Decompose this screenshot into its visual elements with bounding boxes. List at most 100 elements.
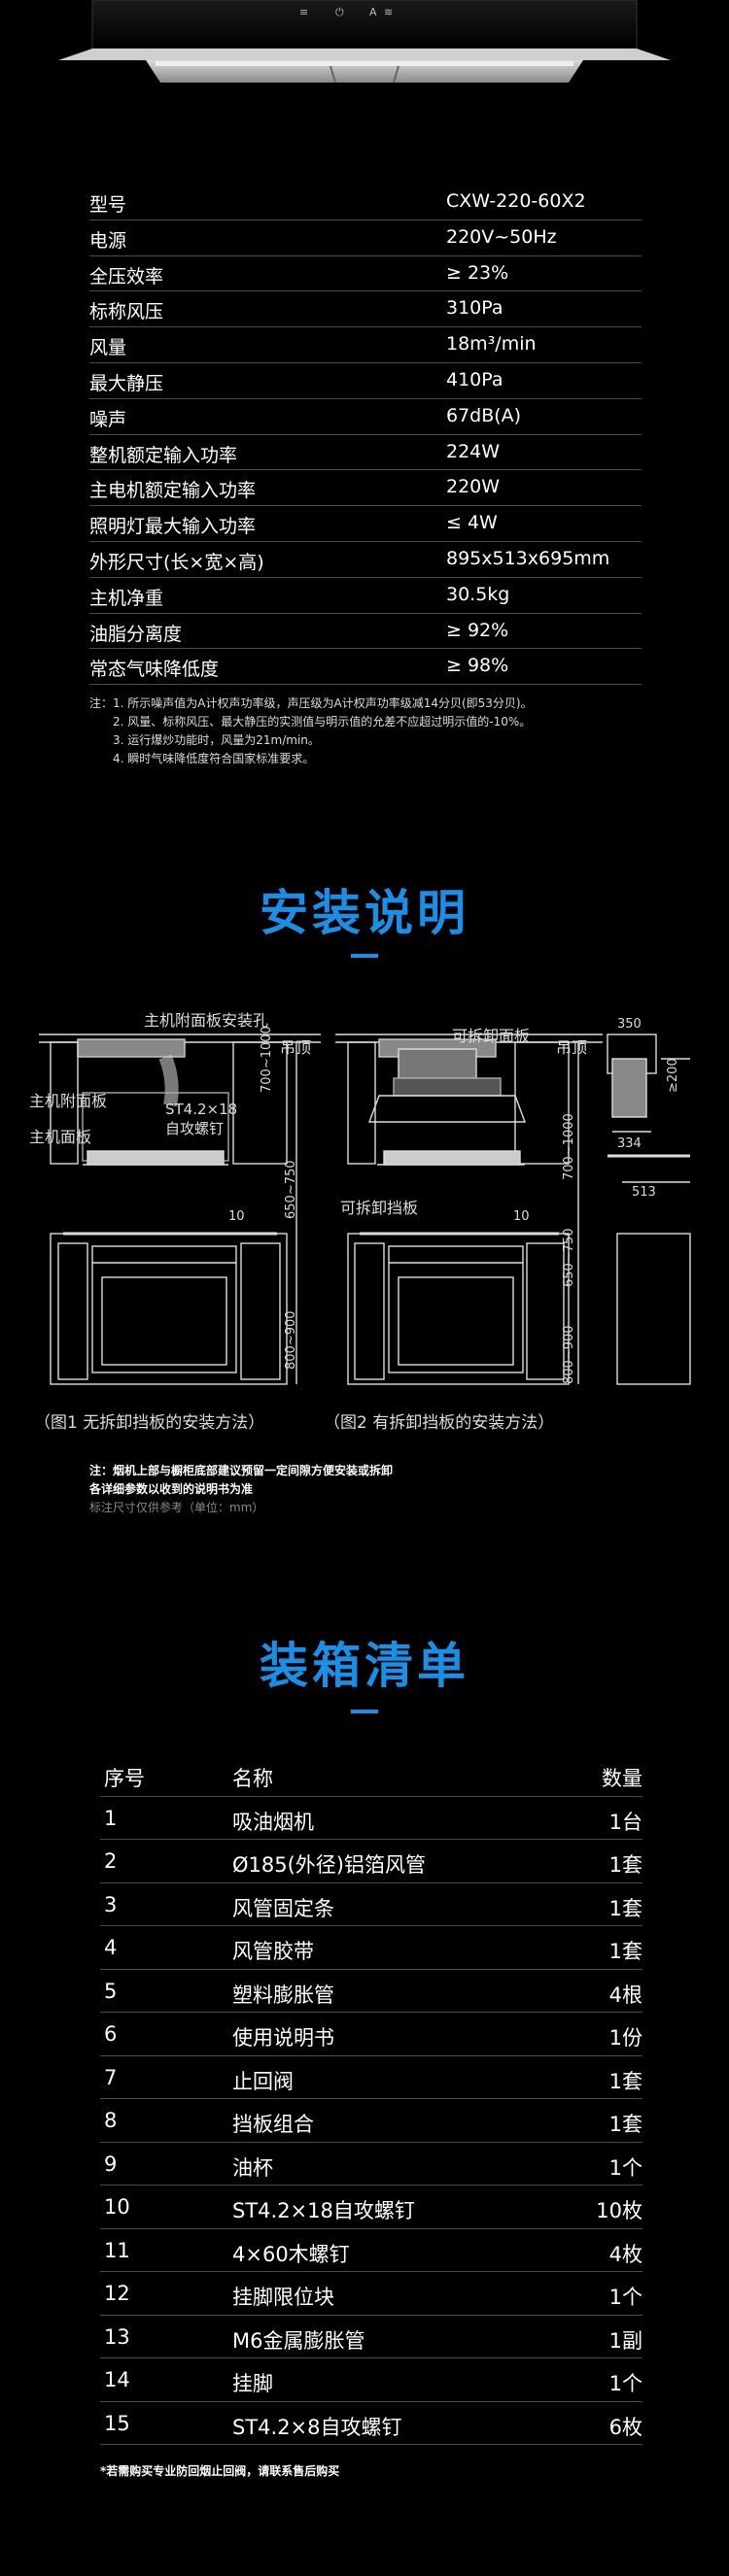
spec-value: 224W [446,440,501,462]
item-index: 1 [104,1806,118,1830]
spec-value: 67dB(A) [446,404,522,426]
spec-row: 照明灯最大输入功率≤ 4W [89,506,642,542]
fig1-dim-700-1000: 700~1000 [260,1026,274,1093]
item-name: ST4.2×18自攻螺钉 [232,2199,415,2222]
fig1-dim-800-900: 800~900 [284,1310,298,1370]
item-name: Ø185(外径)铝箔风管 [232,1853,426,1877]
spec-value: 895x513x695mm [446,547,610,569]
install-note-line: 注：烟机上部与橱柜底部建议预留一定间隙方便安装或拆卸 [89,1464,394,1477]
header-name: 名称 [232,1767,273,1790]
fig2-dim-10: 10 [513,1209,530,1224]
packing-row: 7 止回阀 1套 [100,2056,642,2099]
item-qty: 1套 [608,1940,642,1963]
spec-row: 全压效率 ≥ 23% [89,256,642,292]
spec-value: 18m³/min [446,333,537,356]
spec-row: 外形尺寸(长×宽×高) 895x513x695mm [89,542,642,578]
item-qty: 1个 [608,2372,642,2395]
fig1-main-panel-label: 主机面板 [29,1128,92,1146]
spec-value: ≥ 92% [446,619,509,641]
fig2-ceiling-label: 吊顶 [556,1038,588,1057]
item-index: 8 [104,2109,118,2132]
item-qty: 4枚 [608,2242,642,2266]
item-name: 油杯 [232,2155,273,2180]
item-name: 挂脚 [232,2372,273,2395]
spec-key: 型号 [89,194,127,216]
spec-key: 外形尺寸(长×宽×高) [89,551,264,573]
side-dim-513: 513 [632,1185,656,1200]
range-hood-image: ≡ ⏻ A ≋ [0,0,729,107]
spec-row: 噪声 67dB(A) [89,399,642,435]
fig1-ceiling-label: 吊顶 [280,1038,312,1057]
item-index: 10 [104,2195,130,2219]
item-qty: 1套 [608,2069,642,2093]
spec-row: 标称风压 310Pa [89,291,642,328]
fig2-removable-panel-label: 可拆卸面板 [452,1027,531,1045]
packing-row: 9 油杯 1个 [100,2143,642,2186]
item-qty: 1台 [608,1810,642,1834]
spec-key: 常态气味降低度 [89,659,220,681]
title-underline [351,1710,378,1713]
item-index: 7 [104,2065,118,2089]
packing-header-row: 序号 名称 数量 [100,1753,642,1797]
item-qty: 1份 [608,2026,642,2050]
item-index: 5 [104,1979,118,2003]
spec-row: 油脂分离度≥ 92% [89,614,642,650]
spec-value: 410Pa [446,368,503,390]
item-name: 4×60木螺钉 [232,2242,350,2266]
note-line: 3. 运行爆炒功能时，风量为21m/min。 [113,733,320,747]
spec-value: ≥ 23% [446,261,509,284]
spec-key: 标称风压 [89,301,164,323]
spec-key: 噪声 [89,408,127,430]
side-dim-200: ≥200 [666,1058,680,1093]
item-qty: 6枚 [608,2415,642,2439]
spec-value: ≤ 4W [446,512,498,534]
item-name: 风管胶带 [232,1940,314,1963]
spec-value: 310Pa [446,297,503,320]
note-line: 注：1. 所示噪声值为A计权声功率级，声压级为A计权声功率级减14分贝(即53分… [89,696,533,710]
title-underline [351,954,378,958]
fig1-dim-10: 10 [228,1209,245,1224]
fig1-screw-label: ST4.2×18 [165,1101,238,1118]
item-index: 6 [104,2022,118,2046]
fig2-dim-700-1000: 700~1000 [562,1113,576,1180]
fig1-caption: （图1 无拆卸挡板的安装方法） [34,1413,265,1433]
install-note-line: 标注尺寸仅供参考（单位：mm） [89,1501,264,1514]
spec-key: 电源 [89,229,127,252]
fig1-hole-label: 主机附面板安装孔 [144,1011,269,1030]
item-name: 挡板组合 [232,2113,314,2136]
note-line: 2. 风量、标称风压、最大静压的实测值与明示值的允差不应超过明示值的-10%。 [113,715,532,729]
spec-value: 220W [446,476,501,498]
item-qty: 1套 [608,1896,642,1920]
item-qty: 10枚 [596,2199,642,2222]
item-index: 2 [104,1849,118,1873]
item-qty: 1个 [608,2155,642,2180]
item-name: 塑料膨胀管 [232,1983,334,2007]
item-name: 止回阀 [232,2069,294,2093]
spec-key: 全压效率 [89,265,164,288]
fig1-dim-650-750: 650~750 [284,1160,298,1219]
install-diagram: 主机附面板安装孔 吊顶 ST4.2×18 自攻螺钉 主机附面板 主机面板 700… [29,996,710,1404]
item-name: 使用说明书 [232,2026,334,2050]
item-index: 15 [104,2411,130,2435]
fig1-screw-label-2: 自攻螺钉 [165,1120,225,1137]
header-qty: 数量 [602,1767,642,1790]
fig1-attach-panel-label: 主机附面板 [29,1092,108,1110]
fig2-dim-650-750: 650~750 [562,1228,576,1287]
packing-title: 装箱清单 [260,1638,469,1694]
item-index: 9 [104,2152,118,2176]
menu-icon: ≡ [299,6,309,18]
